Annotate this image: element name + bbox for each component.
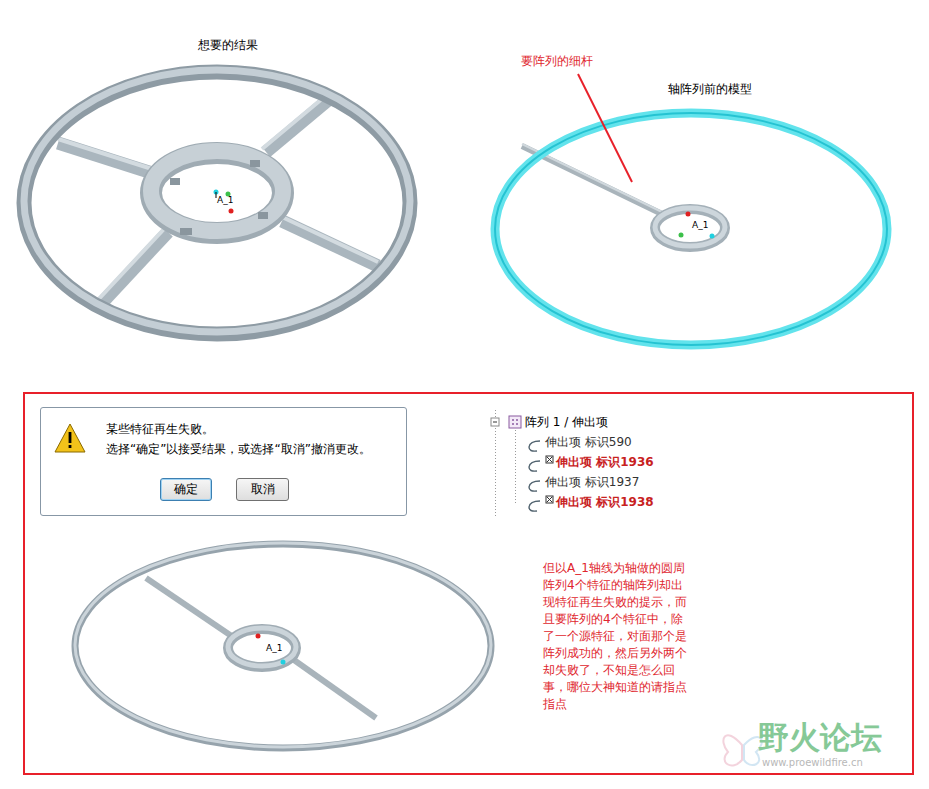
button-text: 确定 (174, 482, 198, 496)
tree-item-failed: 伸出项 标识1936 (556, 455, 654, 470)
axis-name: A_1 (217, 195, 233, 206)
callout-text: 要阵列的细杆 (521, 54, 593, 69)
dialog-message: 某些特征再生失败。 (106, 419, 396, 439)
axis-name: A_1 (692, 220, 708, 231)
leader-line (578, 74, 632, 182)
warning-icon (55, 424, 85, 452)
figure-caption: 想要的结果 (198, 38, 258, 53)
cancel-button: 取消 (236, 478, 289, 501)
error-dialog: 某些特征再生失败。选择“确定”以接受结果，或选择“取消”撤消更改。确定 取消 (40, 407, 407, 516)
tree-item: 阵列 1 / 伸出项 (525, 415, 608, 430)
model-before-pattern (495, 113, 887, 345)
tree-item: 伸出项 标识590 (545, 435, 632, 450)
axis-name: A_1 (266, 643, 282, 654)
watermark: 野火论坛 (758, 718, 882, 756)
figure-caption: 轴阵列前的模型 (668, 82, 752, 97)
wanted-model (24, 70, 410, 334)
tree-item: 伸出项 标识1937 (545, 475, 639, 490)
watermark-logo (723, 735, 761, 765)
question-note: 但以A_1轴线为轴做的圆周阵列4个特征的轴阵列却出现特征再生失败的提示，而且要阵… (543, 560, 693, 713)
button-text: 取消 (251, 482, 275, 496)
dialog-ground (41, 408, 407, 510)
question-frame: 但以A_1轴线为轴做的圆周阵列4个特征的轴阵列却出现特征再生失败的提示，而且要阵… (23, 392, 914, 775)
tree-item-failed: 伸出项 标识1938 (556, 495, 654, 510)
watermark-url: www.proewildfire.cn (762, 757, 863, 769)
failed-pattern-model (75, 543, 491, 748)
ok-button: 确定 (160, 478, 212, 501)
dialog-message: 选择“确定”以接受结果，或选择“取消”撤消更改。 (106, 439, 396, 459)
